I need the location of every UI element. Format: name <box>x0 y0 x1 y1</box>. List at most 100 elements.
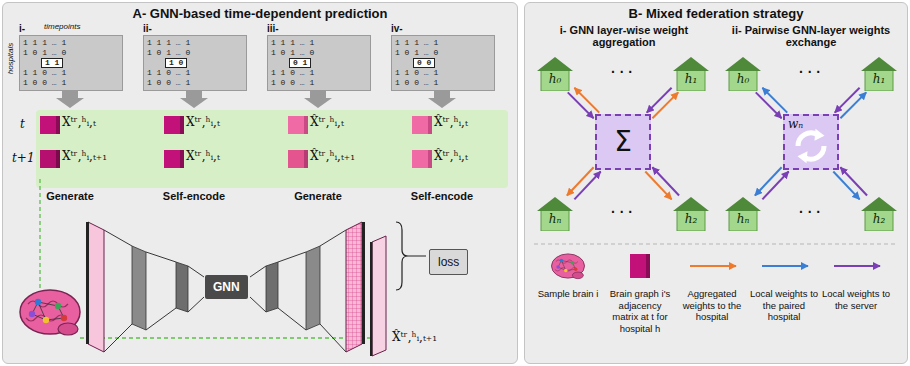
matrix-symbol: Xᵗʳ,ʰᵢ,ₜ <box>62 115 136 129</box>
matrix-row: 1 1 1 … 1 <box>271 38 314 47</box>
encoder-decoder-network <box>250 266 266 312</box>
house-roof <box>725 197 761 211</box>
encoder-decoder-network <box>362 222 365 344</box>
house-roof <box>861 197 897 211</box>
matrix-row-wrap: 0 1 <box>271 58 367 68</box>
matrix-row: 1 0 0 … 1 <box>395 78 438 87</box>
matrix-row-wrap: 1 1 0 … 1 <box>147 68 243 78</box>
panel-title: A- GNN-based time-dependent prediction <box>3 3 517 21</box>
house-roof <box>673 197 709 211</box>
time-band <box>36 110 508 188</box>
matrix-row: 1 0 1 … 0 <box>147 48 190 57</box>
encoder-decoder-network <box>132 246 146 330</box>
weight-arrow <box>840 167 867 195</box>
house-roof <box>673 57 709 71</box>
matrix-symbol: X̂ᵗʳ,ʰᵢ,ₜ <box>434 115 508 129</box>
output-bracket <box>396 222 426 290</box>
panel-title: B- Mixed federation strategy <box>525 3 907 21</box>
hospital-time-matrix: iv-1 1 1 … 11 0 1 … 00 01 1 0 … 11 0 0 …… <box>391 23 495 91</box>
highlighted-entry: 0 1 <box>289 58 311 68</box>
loss-box: loss <box>429 249 468 275</box>
legend-icons <box>834 265 880 267</box>
matrix-grid: 1 1 1 … 11 0 1 … 00 01 1 0 … 11 0 0 … 1 <box>391 35 495 91</box>
adjacency-squares <box>40 150 58 168</box>
matrix-row: 1 1 0 … 1 <box>23 68 66 77</box>
ellipsis: · · · <box>780 64 840 80</box>
exchange-arc <box>805 146 825 159</box>
adjacency-squares <box>288 150 306 168</box>
weight-arrow <box>574 171 600 199</box>
adjacency-squares <box>304 116 308 134</box>
encoder-decoder-network <box>86 222 89 344</box>
hospital-label: hₙ <box>537 197 573 226</box>
matrix-row-wrap: 1 0 1 … 0 <box>271 48 367 58</box>
legend-icons <box>552 254 881 279</box>
hospital: h₁ <box>673 57 709 91</box>
exchange-arc <box>798 133 818 146</box>
dashed-links <box>39 176 40 288</box>
weight-arrow <box>645 171 671 199</box>
hospital: h₁ <box>861 57 897 91</box>
matrix-row: 1 0 1 … 0 <box>23 48 66 57</box>
mode-label: Generate <box>20 190 120 202</box>
down-arrows <box>180 90 208 108</box>
matrix-grid: 1 1 1 … 11 0 1 … 00 11 1 0 … 11 0 0 … 1 <box>267 35 371 91</box>
hospital: hₙ <box>537 197 573 231</box>
hospital-label: hₙ <box>725 197 761 226</box>
hospital: hₙ <box>725 197 761 231</box>
hospital-time-matrix: ii-1 1 1 … 11 0 1 … 01 01 1 0 … 11 0 0 …… <box>143 23 247 91</box>
encoder-decoder-network <box>346 222 362 352</box>
matrix-row-wrap: 1 0 0 … 1 <box>271 78 367 88</box>
adjacency-squares <box>288 116 306 134</box>
box-label: loss <box>438 255 459 269</box>
hospital: h₂ <box>861 197 897 231</box>
highlighted-entry: 1 0 <box>165 58 187 68</box>
down-arrows <box>428 90 456 108</box>
ellipsis: · · · <box>780 204 840 220</box>
mode-label: Self-encode <box>144 190 244 202</box>
matrix-row-wrap: 1 0 0 … 1 <box>147 78 243 88</box>
down-arrows <box>304 90 332 108</box>
house-roof <box>861 57 897 71</box>
weight-arrow <box>567 167 594 195</box>
mode-label: Generate <box>268 190 368 202</box>
matrix-row-wrap: 1 1 0 … 1 <box>271 68 367 78</box>
matrix-symbol: X̂ᵗʳ,ʰᵢ,ₜ₊₁ <box>310 149 384 163</box>
mode-label: Self-encode <box>392 190 492 202</box>
hospital-label: h₀ <box>537 57 573 86</box>
down-arrows <box>56 90 456 108</box>
legend-text: Brain graph i's adjacency matrix at t fo… <box>605 288 675 334</box>
matrix-row-wrap: 1 1 0 … 1 <box>395 68 491 78</box>
house-roof <box>725 57 761 71</box>
adjacency-squares <box>304 150 308 168</box>
matrix-row-wrap: 1 0 0 … 1 <box>23 78 119 88</box>
adjacency-squares <box>164 150 182 168</box>
encoder-decoder-network <box>188 266 204 312</box>
weight-arrow <box>755 167 782 195</box>
matrix-symbol: Xᵗʳ,ʰᵢ,ₜ <box>186 115 260 129</box>
weight-arrow <box>652 167 679 195</box>
encoder-decoder-network <box>372 236 386 356</box>
weight-arrow <box>756 92 782 118</box>
matrix-row: 1 1 0 … 1 <box>395 68 438 77</box>
matrix-grid: 1 1 1 … 11 0 1 … 01 11 1 0 … 11 0 0 … 1 <box>19 35 123 91</box>
matrix-row: 1 1 0 … 1 <box>271 68 314 77</box>
matrix-grid: 1 1 1 … 11 0 1 … 01 01 1 0 … 11 0 0 … 1 <box>143 35 247 91</box>
encoder-decoder-network <box>104 230 132 352</box>
legend-icons <box>762 265 808 267</box>
adjacency-squares <box>428 150 432 168</box>
legend-icons <box>646 254 650 278</box>
weight-arrow <box>647 88 672 113</box>
weight-arrow <box>652 92 678 118</box>
hospital-time-matrix: iii-1 1 1 … 11 0 1 … 00 11 1 0 … 11 0 0 … <box>267 23 371 91</box>
legend-icons <box>552 254 585 279</box>
matrix-heading: iii- <box>267 23 371 35</box>
aggregation-server: Σ <box>595 114 651 170</box>
matrix-row: 1 1 1 … 1 <box>147 38 190 47</box>
adjacency-squares <box>56 150 60 168</box>
adjacency-squares <box>56 116 60 134</box>
adjacency-squares <box>412 150 430 168</box>
legend-text: Local weights to the server <box>821 288 891 311</box>
down-arrows <box>56 90 84 108</box>
matrix-row: 1 0 0 … 1 <box>147 78 190 87</box>
